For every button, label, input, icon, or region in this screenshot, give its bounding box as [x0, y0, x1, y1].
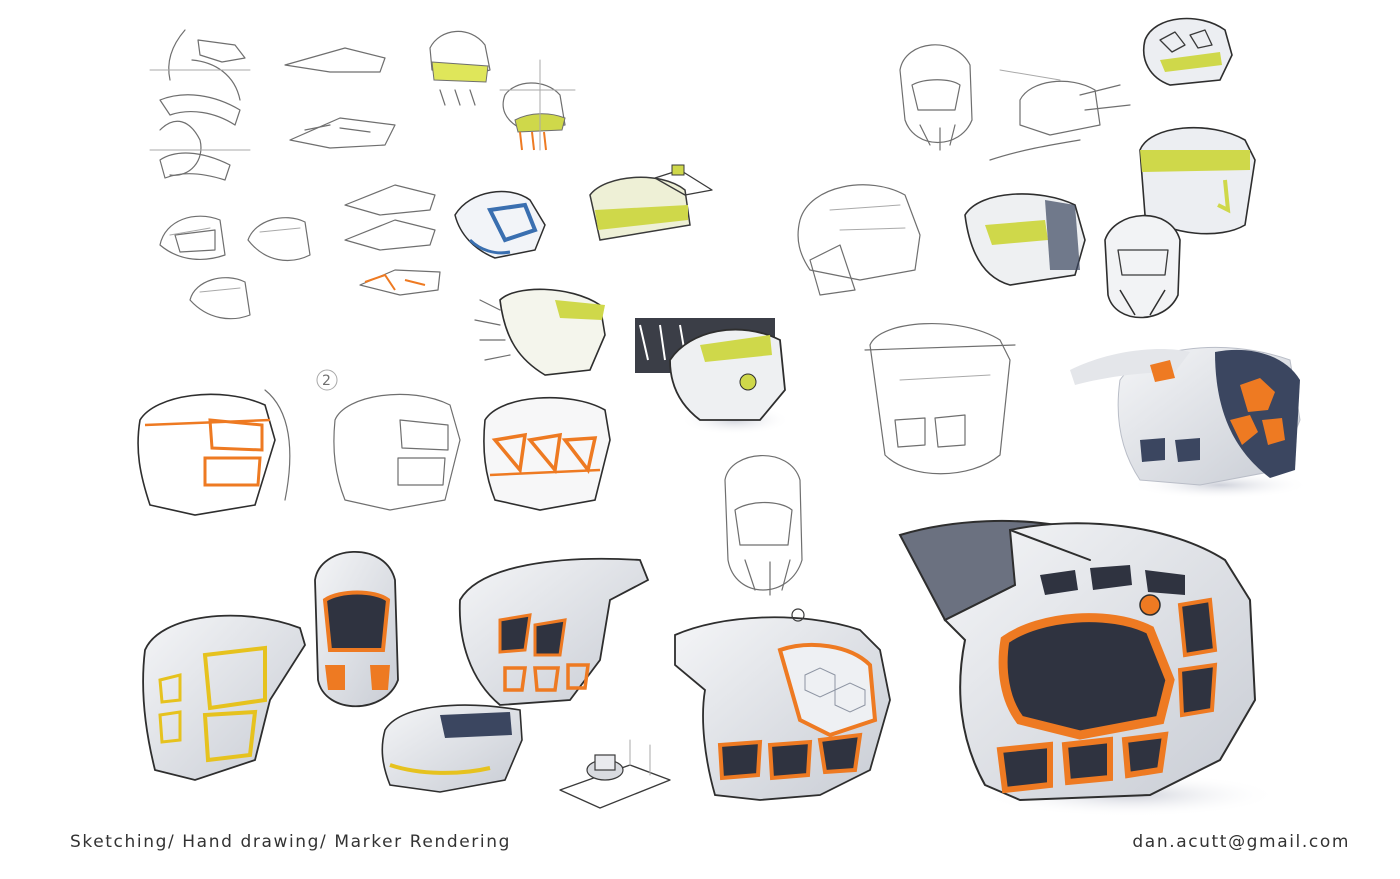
blue-marker-helmet-sketch — [454, 190, 546, 259]
grey-orange-vented-helmet-sketch — [458, 557, 650, 706]
lime-marker-helmet-side-right — [964, 193, 1086, 286]
camera-mount-sketch — [559, 739, 671, 809]
pencil-fullface-center-right-sketch — [864, 322, 1016, 475]
pencil-fullface-side-sketch — [797, 184, 921, 296]
lime-vent-concept-sketch — [429, 30, 576, 151]
pencil-airflow-helmet-sketch — [989, 69, 1131, 161]
pencil-visor-side-sketch — [284, 47, 396, 149]
yellow-marker-helmet-sketch — [142, 614, 306, 781]
pencil-exploded-visor-sketch — [149, 29, 251, 181]
lime-accent-helmet-top-right — [1143, 17, 1233, 86]
pencil-front-helmet-center-sketch — [724, 455, 803, 596]
grey-navy-orange-rendered-helmet — [1070, 346, 1310, 499]
pencil-visor-variants-sketch — [344, 184, 441, 296]
lime-marker-helmet-sketch — [589, 164, 713, 241]
caption-techniques: Sketching/ Hand drawing/ Marker Renderin… — [70, 832, 511, 852]
orange-wireframe-helmet-sketch — [137, 389, 291, 516]
hero-grey-orange-rendered-helmet — [898, 519, 1280, 817]
lime-helmet-on-dark-block — [635, 318, 790, 435]
pencil-front-helmet-sketch — [899, 44, 973, 151]
yellow-grey-small-helmet-sketch — [381, 704, 523, 793]
pencil-helmet-trio-sketch — [159, 215, 311, 320]
pencil-front-helmet-dark-sketch — [1104, 214, 1181, 319]
orange-vented-helmet-sketch — [483, 396, 611, 511]
sketch-number-2: 2 — [322, 373, 331, 389]
lime-accent-helmet-mid-right — [1139, 126, 1256, 235]
honeycomb-grey-orange-helmet-sketch — [674, 608, 891, 801]
orange-front-helmet-sketch — [314, 550, 399, 708]
pencil-wireframe-helmet-sketch: 2 — [316, 369, 461, 511]
caption-email: dan.acutt@gmail.com — [1132, 832, 1350, 852]
lime-striped-helmet-sketch — [474, 288, 606, 376]
